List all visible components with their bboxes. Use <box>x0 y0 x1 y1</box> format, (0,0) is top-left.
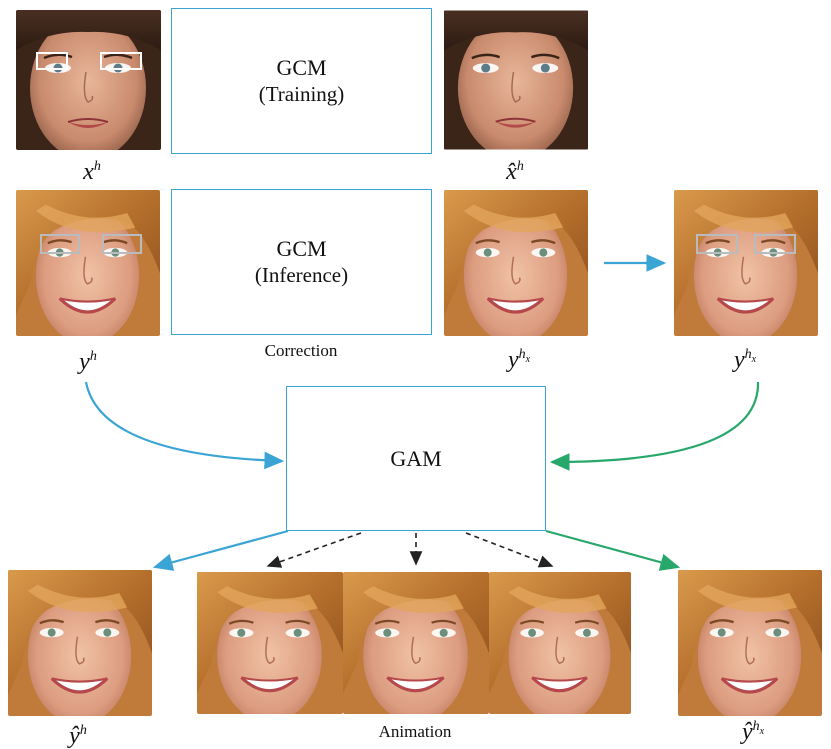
dashed-arrow-anim-1 <box>266 532 362 568</box>
animation-frame-1 <box>197 572 343 714</box>
animation-caption: Animation <box>378 722 452 741</box>
arrow-y-to-gam <box>84 381 285 470</box>
animation-frame-3 <box>489 572 631 714</box>
blonde-face-graphic <box>674 190 818 336</box>
label-y-h: yh <box>79 349 97 375</box>
face-image-y-hx <box>444 190 588 336</box>
face-image-y-hat-hx <box>678 570 822 716</box>
arrow-gam-to-y-hat-hx <box>545 529 681 571</box>
arrow-gam-to-y-hat <box>152 529 289 571</box>
eye-region-box-right <box>100 52 142 70</box>
blonde-face-graphic <box>197 572 343 714</box>
face-image-x <box>16 10 161 150</box>
blonde-face-graphic <box>678 570 822 716</box>
label-y-hx: yhx <box>507 347 531 373</box>
label-x-h: xh <box>83 159 101 185</box>
face-image-x-hat <box>444 10 588 150</box>
blonde-face-graphic <box>489 572 631 714</box>
label-y-hat-h: ŷh <box>69 723 87 749</box>
blonde-face-graphic <box>8 570 152 716</box>
blonde-face-graphic <box>444 190 588 336</box>
label-y-hx-copy: yhx <box>733 347 757 373</box>
face-image-y-hat <box>8 570 152 716</box>
gcm-inference-subtitle: (Inference) <box>254 263 349 287</box>
face-image-y-hx-copy <box>674 190 818 336</box>
eye-region-box-right <box>754 234 796 254</box>
arrow-yhx-to-gam <box>549 381 760 471</box>
label-x-hat-h: x̂h <box>506 159 524 185</box>
gcm-training-title: GCM <box>276 55 327 80</box>
dashed-arrow-anim-3 <box>465 532 554 568</box>
brunette-face-graphic <box>16 10 161 150</box>
correction-caption: Correction <box>264 341 338 360</box>
blonde-face-graphic <box>343 572 489 714</box>
gam-box: GAM <box>286 386 546 531</box>
blonde-face-graphic <box>16 190 160 336</box>
label-y-hat-hx: ŷhx <box>741 719 765 745</box>
eye-region-box-left <box>36 52 68 70</box>
brunette-face-graphic <box>444 10 588 150</box>
gcm-training-subtitle: (Training) <box>258 82 345 106</box>
eye-region-box-left <box>696 234 738 254</box>
animation-frame-2 <box>343 572 489 714</box>
eye-region-box-left <box>40 234 80 254</box>
face-image-y <box>16 190 160 336</box>
gcm-training-box: GCM (Training) <box>171 8 432 154</box>
gcm-inference-title: GCM <box>276 236 327 261</box>
gam-title: GAM <box>390 445 442 471</box>
gcm-inference-box: GCM (Inference) <box>171 189 432 335</box>
eye-region-box-right <box>102 234 142 254</box>
